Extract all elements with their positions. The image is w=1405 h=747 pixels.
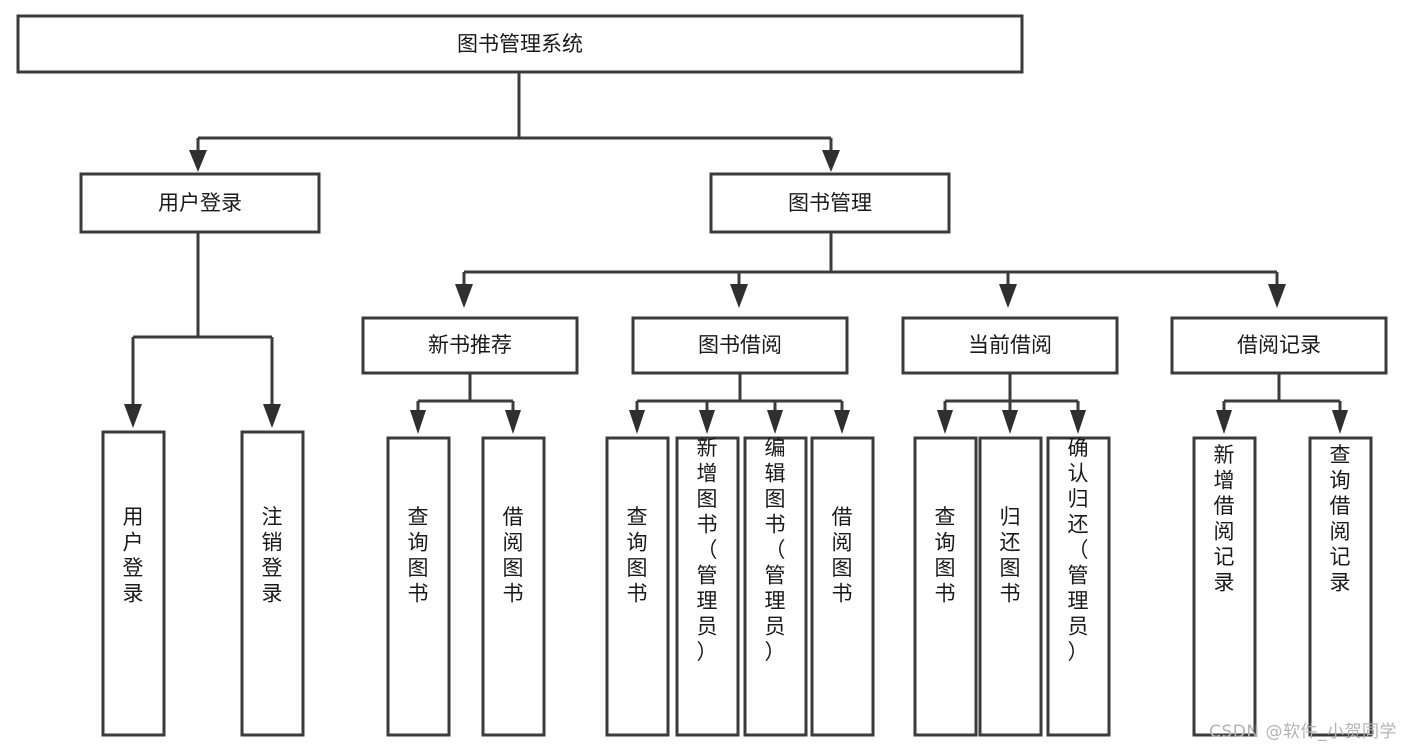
node-leaf-borrow-book-2-box[interactable] — [810, 436, 875, 737]
node-leaf-return-book[interactable]: 归还图书 — [978, 436, 1043, 737]
node-user-login[interactable]: 用户登录 — [79, 172, 321, 234]
node-new-book-recommend[interactable]: 新书推荐 — [361, 316, 579, 375]
node-leaf-edit-book[interactable]: 编辑图书（管理员） — [743, 436, 808, 737]
node-book-borrow-box[interactable] — [631, 316, 849, 375]
node-book-manage-box[interactable] — [709, 172, 951, 234]
node-leaf-add-record-label: 新增借阅记录 — [1214, 443, 1235, 595]
arrowhead-to-borrow-record — [1268, 284, 1286, 308]
arrowhead-to-book-manage — [822, 150, 840, 172]
node-leaf-query-record-box[interactable] — [1308, 436, 1373, 737]
arrowhead-to-leaf-query-book-1 — [410, 410, 426, 434]
arrowhead-to-leaf-borrow-book-1 — [505, 410, 521, 434]
node-leaf-add-book-box[interactable] — [675, 436, 740, 737]
node-leaf-query-book-3[interactable]: 查询图书 — [913, 436, 978, 737]
arrowhead-to-leaf-add-record — [1216, 410, 1232, 434]
node-leaf-logout-login-box[interactable] — [240, 430, 305, 737]
node-leaf-borrow-book-2[interactable]: 借阅图书 — [810, 436, 875, 737]
node-leaf-user-login[interactable]: 用户登录 — [101, 430, 166, 737]
node-leaf-query-book-3-box[interactable] — [913, 436, 978, 737]
node-leaf-borrow-book-1-box[interactable] — [481, 436, 546, 737]
arrowhead-to-leaf-add-book — [699, 410, 715, 434]
node-leaf-edit-book-label: 编辑图书（管理员） — [765, 436, 786, 664]
node-root[interactable]: 图书管理系统 — [16, 14, 1024, 74]
node-leaf-user-login-label: 用户登录 — [123, 505, 144, 606]
node-book-borrow[interactable]: 图书借阅 — [631, 316, 849, 375]
node-borrow-record[interactable]: 借阅记录 — [1170, 316, 1388, 375]
node-leaf-edit-book-box[interactable] — [743, 436, 808, 737]
arrowhead-to-leaf-borrow-book-2 — [834, 410, 850, 434]
node-leaf-query-book-1-label: 查询图书 — [408, 505, 429, 606]
node-leaf-confirm-return-box[interactable] — [1046, 436, 1111, 737]
arrowheads-layer — [124, 150, 1348, 434]
node-borrow-record-label: 借阅记录 — [1237, 333, 1321, 357]
node-leaf-add-record-box[interactable] — [1192, 436, 1257, 737]
arrowhead-to-leaf-edit-book — [767, 410, 783, 434]
node-current-borrow-box[interactable] — [901, 316, 1119, 375]
csdn-watermark: CSDN @软件_小贺同学 — [1209, 722, 1397, 742]
arrowhead-to-leaf-user-login — [124, 404, 142, 428]
node-leaf-logout-login[interactable]: 注销登录 — [240, 430, 305, 737]
arrowhead-to-leaf-query-book-2 — [629, 410, 645, 434]
arrowhead-to-leaf-return-book — [1002, 410, 1018, 434]
node-leaf-add-book[interactable]: 新增图书（管理员） — [675, 436, 740, 737]
arrowhead-to-leaf-confirm-return — [1070, 410, 1086, 434]
arrowhead-to-leaf-query-record — [1332, 410, 1348, 434]
arrowhead-to-current-borrow — [999, 284, 1017, 308]
arrowhead-to-leaf-logout-login — [263, 404, 281, 428]
node-leaf-query-book-3-label: 查询图书 — [935, 505, 956, 606]
node-leaf-add-book-label: 新增图书（管理员） — [697, 436, 718, 664]
node-new-book-recommend-label: 新书推荐 — [428, 333, 512, 357]
node-root-box[interactable] — [16, 14, 1024, 74]
node-new-book-recommend-box[interactable] — [361, 316, 579, 375]
node-leaf-query-record-label: 查询借阅记录 — [1330, 443, 1351, 595]
node-leaf-user-login-box[interactable] — [101, 430, 166, 737]
node-leaf-query-book-2-box[interactable] — [605, 436, 670, 737]
node-leaf-logout-login-label: 注销登录 — [262, 505, 283, 606]
arrowhead-to-user-login — [189, 150, 207, 172]
node-leaf-confirm-return-label: 确认归还（管理员） — [1068, 436, 1089, 664]
node-user-login-label: 用户登录 — [158, 191, 242, 215]
node-leaf-borrow-book-2-label: 借阅图书 — [832, 505, 853, 606]
node-root-label: 图书管理系统 — [457, 32, 583, 56]
node-borrow-record-box[interactable] — [1170, 316, 1388, 375]
node-book-borrow-label: 图书借阅 — [698, 333, 782, 357]
node-leaf-query-book-1[interactable]: 查询图书 — [386, 436, 451, 737]
node-leaf-query-book-2-label: 查询图书 — [627, 505, 648, 606]
node-book-manage-label: 图书管理 — [788, 191, 872, 215]
node-leaf-return-book-box[interactable] — [978, 436, 1043, 737]
node-current-borrow-label: 当前借阅 — [968, 333, 1052, 357]
arrowhead-to-leaf-query-book-3 — [937, 410, 953, 434]
node-leaf-return-book-label: 归还图书 — [1000, 505, 1021, 606]
node-leaf-add-record[interactable]: 新增借阅记录 — [1192, 436, 1257, 737]
node-leaf-query-book-2[interactable]: 查询图书 — [605, 436, 670, 737]
node-current-borrow[interactable]: 当前借阅 — [901, 316, 1119, 375]
node-leaf-borrow-book-1-label: 借阅图书 — [503, 505, 524, 606]
node-leaf-confirm-return[interactable]: 确认归还（管理员） — [1046, 436, 1111, 737]
arrowhead-to-book-borrow — [730, 284, 748, 308]
node-user-login-box[interactable] — [79, 172, 321, 234]
arrowhead-to-new-book-recommend — [455, 284, 473, 308]
node-leaf-query-record[interactable]: 查询借阅记录 — [1308, 436, 1373, 737]
node-leaf-query-book-1-box[interactable] — [386, 436, 451, 737]
node-leaf-borrow-book-1[interactable]: 借阅图书 — [481, 436, 546, 737]
node-book-manage[interactable]: 图书管理 — [709, 172, 951, 234]
